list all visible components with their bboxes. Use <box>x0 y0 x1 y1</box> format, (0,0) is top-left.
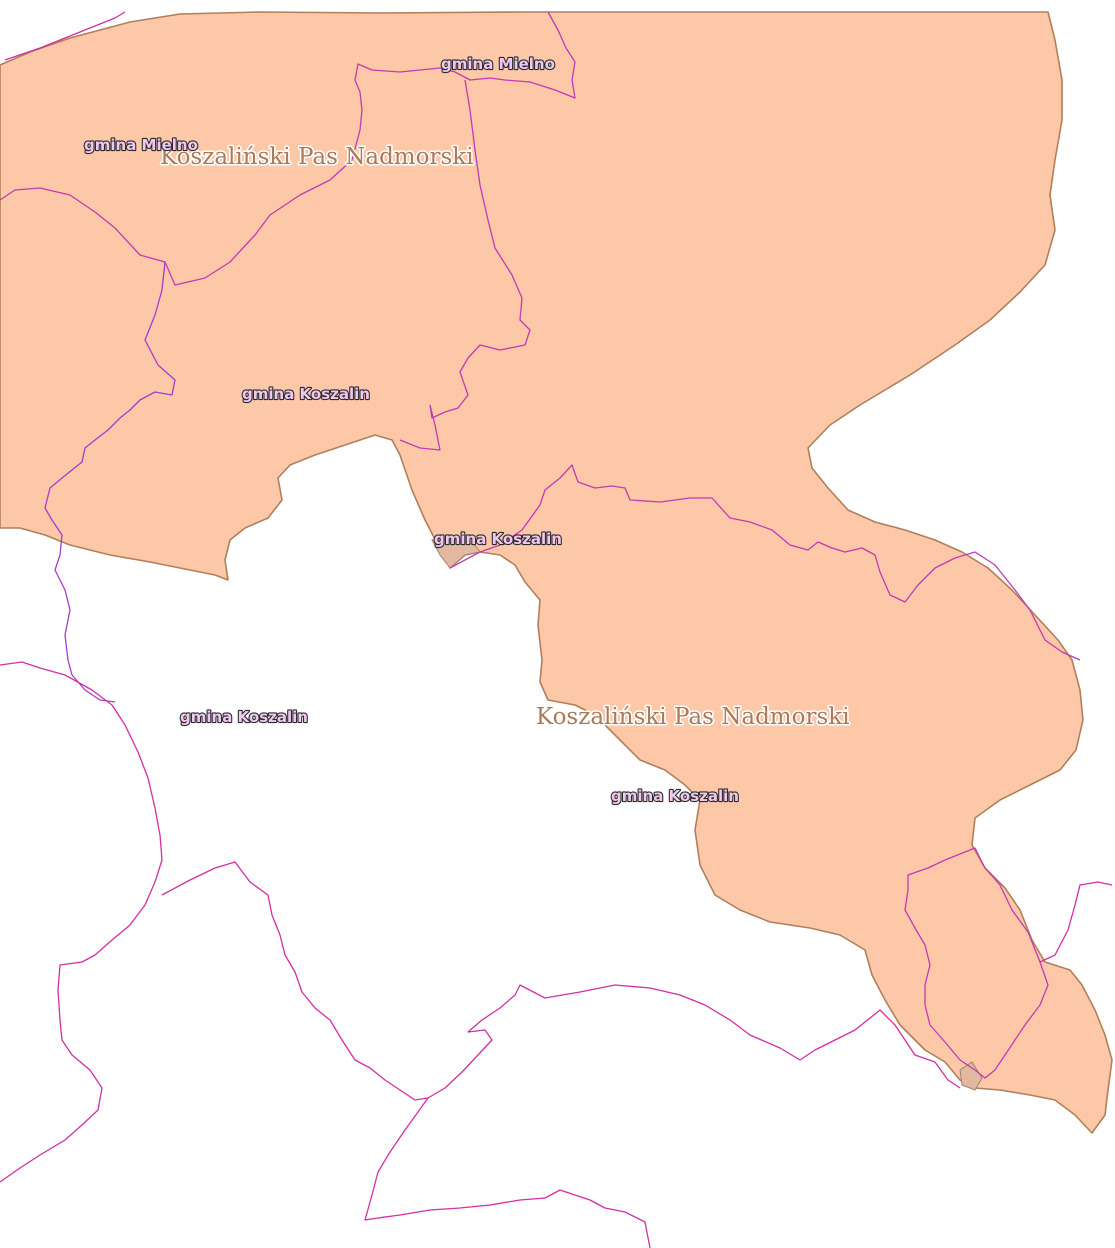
gmina-border-3 <box>429 79 531 419</box>
small-parcel-south <box>959 1061 983 1091</box>
gmina-label: gmina Mielno <box>441 55 555 73</box>
small-parcel <box>431 537 481 569</box>
gmina-border-6 <box>449 464 1081 661</box>
gmina-label: gmina Koszalin <box>242 385 370 403</box>
gmina-borders <box>0 11 1113 1248</box>
region-label: Koszaliński Pas Nadmorski <box>536 704 850 730</box>
gmina-border-7 <box>0 661 163 1183</box>
gmina-label: gmina Koszalin <box>611 787 739 805</box>
gmina-border-1 <box>4 11 126 61</box>
gmina-border-8 <box>161 861 651 1248</box>
gmina-border-9 <box>427 984 961 1099</box>
region-area-koszalinski-pas-nadmorski[interactable] <box>0 11 1113 1134</box>
gmina-border-2 <box>0 11 576 286</box>
region-label: Koszaliński Pas Nadmorski <box>160 144 474 170</box>
gmina-border-5 <box>399 404 441 451</box>
gmina-border-4 <box>44 261 176 703</box>
gmina-label: gmina Koszalin <box>434 530 562 548</box>
gmina-label: gmina Mielno <box>84 136 198 154</box>
gmina-label: gmina Koszalin <box>180 708 308 726</box>
gmina-border-11 <box>1039 881 1113 963</box>
gmina-border-10 <box>904 847 1049 1079</box>
